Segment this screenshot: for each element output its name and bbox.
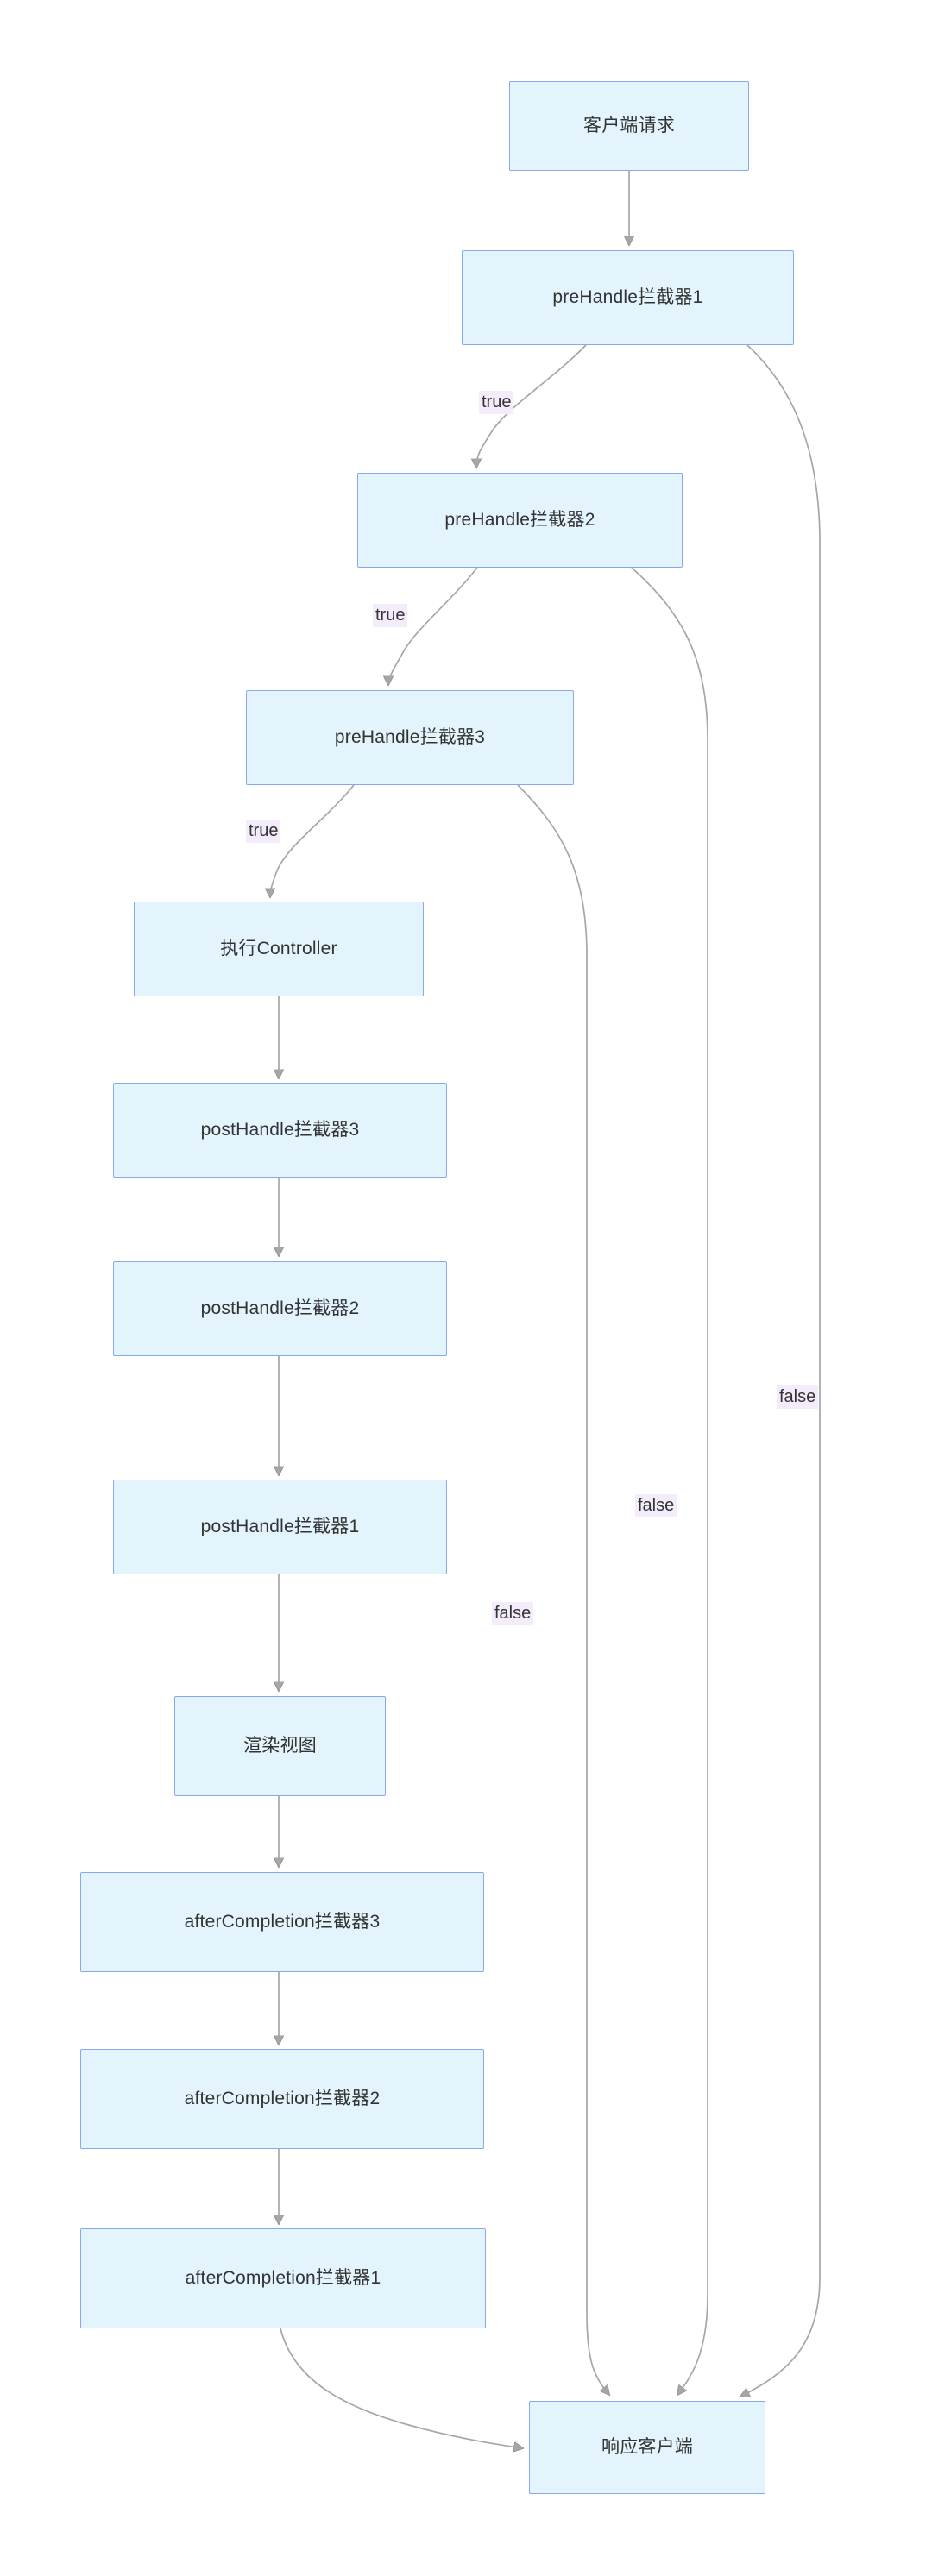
node-label: postHandle拦截器1 [200,1517,360,1537]
node-posthandle-interceptor-2[interactable]: postHandle拦截器2 [113,1261,447,1356]
edge-pre3-to-controller-true [270,784,355,897]
node-execute-controller[interactable]: 执行Controller [134,902,424,996]
node-prehandle-interceptor-3[interactable]: preHandle拦截器3 [246,690,574,785]
edge-label-true-pre1-pre2: true [479,391,514,414]
node-client-request[interactable]: 客户端请求 [509,81,749,171]
node-label: postHandle拦截器3 [200,1120,360,1140]
node-render-view[interactable]: 渲染视图 [174,1696,386,1796]
edge-label-false-pre3-response: false [492,1602,534,1625]
node-label: afterCompletion拦截器1 [185,2268,381,2289]
node-label: afterCompletion拦截器2 [184,2089,381,2109]
node-aftercompletion-interceptor-1[interactable]: afterCompletion拦截器1 [80,2228,486,2328]
edge-label-false-pre2-response: false [635,1494,677,1517]
edge-label-false-pre1-response: false [777,1385,819,1409]
node-label: postHandle拦截器2 [200,1298,360,1319]
node-prehandle-interceptor-1[interactable]: preHandle拦截器1 [462,250,794,345]
edge-pre3-to-response-false [517,784,609,2395]
node-aftercompletion-interceptor-3[interactable]: afterCompletion拦截器3 [80,1872,484,1972]
node-label: 执行Controller [220,939,337,959]
node-prehandle-interceptor-2[interactable]: preHandle拦截器2 [357,473,683,568]
edge-label-true-pre2-pre3: true [373,604,408,627]
node-label: preHandle拦截器1 [552,287,703,308]
node-label: 渲染视图 [243,1736,317,1756]
node-posthandle-interceptor-1[interactable]: postHandle拦截器1 [113,1480,447,1574]
node-label: afterCompletion拦截器3 [184,1912,381,1932]
node-label: 客户端请求 [583,116,675,136]
node-label: preHandle拦截器2 [444,510,595,531]
node-response-client[interactable]: 响应客户端 [529,2401,765,2494]
edge-label-true-pre3-controller: true [246,820,281,843]
edge-pre1-to-response-false [740,344,821,2397]
node-label: preHandle拦截器3 [334,727,486,748]
node-posthandle-interceptor-3[interactable]: postHandle拦截器3 [113,1083,447,1178]
node-label: 响应客户端 [601,2437,693,2458]
edge-pre2-to-response-false [631,567,708,2395]
edge-after1-to-response [280,2328,523,2448]
node-aftercompletion-interceptor-2[interactable]: afterCompletion拦截器2 [80,2049,484,2149]
